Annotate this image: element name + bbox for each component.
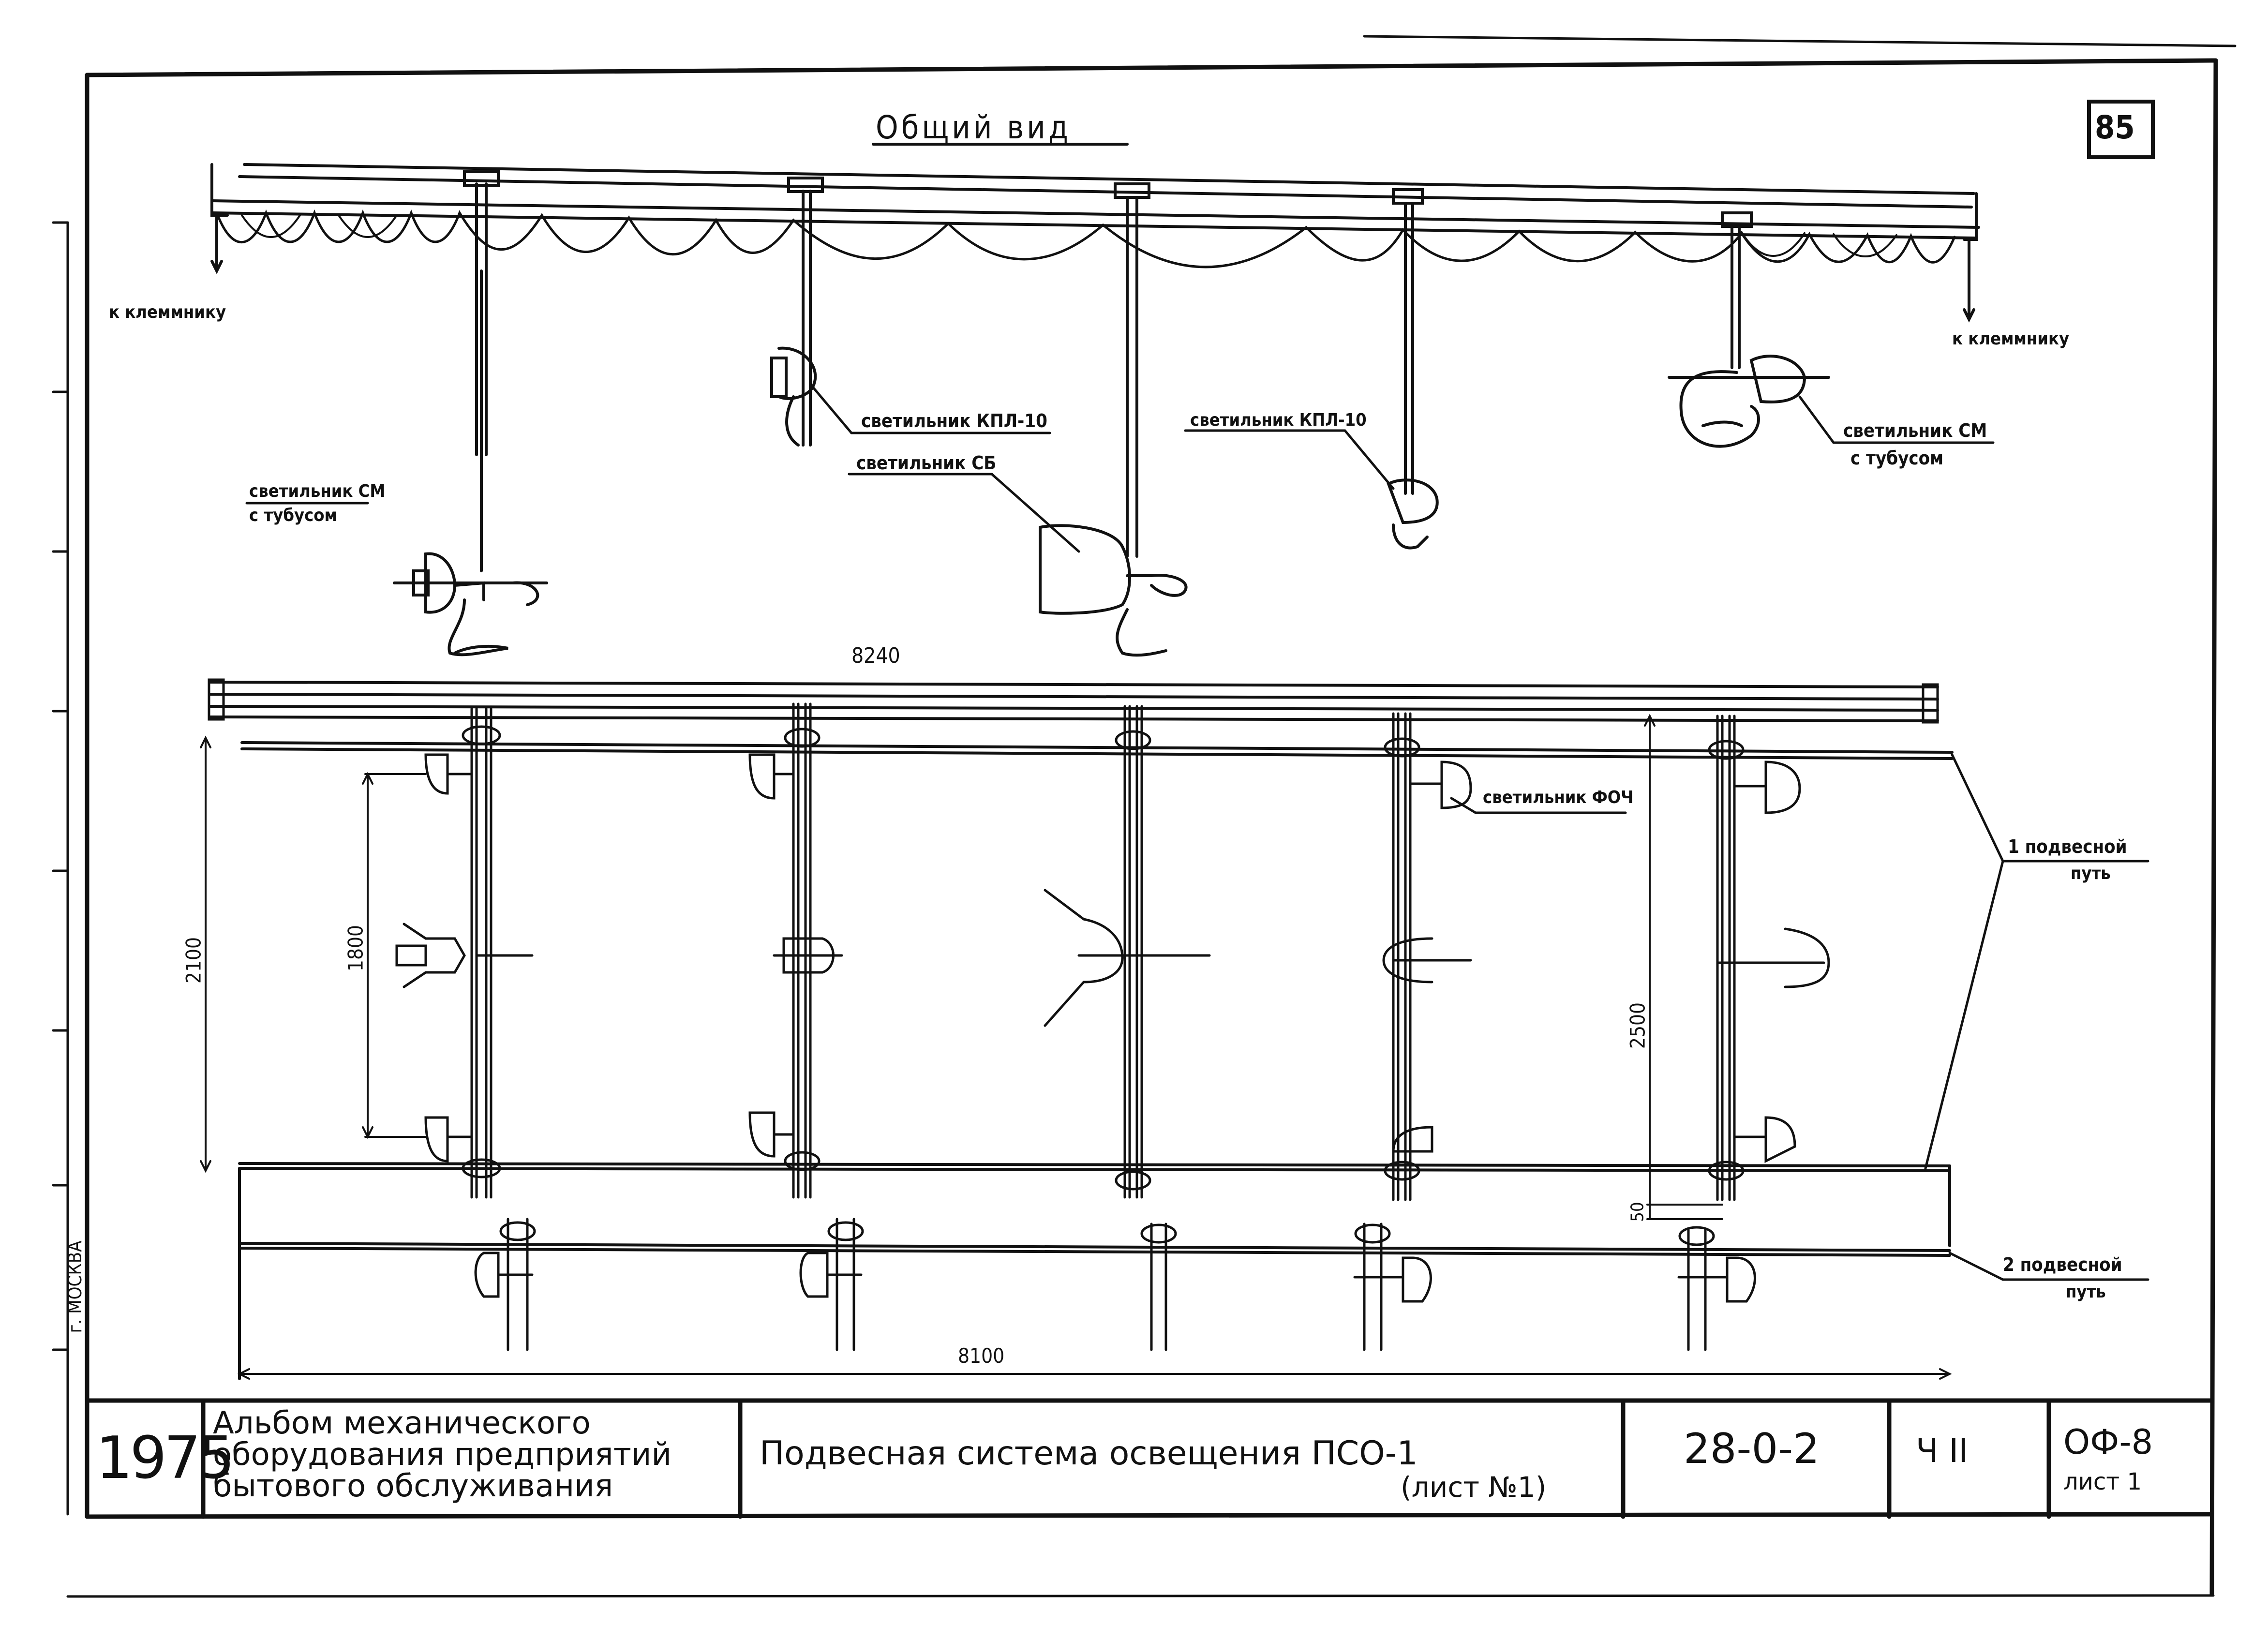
tb-sheet-number: лист 1 xyxy=(2063,1468,2142,1495)
tb-title: Подвесная система освещения ПСО-1 xyxy=(760,1434,1418,1473)
tb-code: 28-0-2 xyxy=(1684,1425,1820,1473)
plan-view xyxy=(200,678,2149,1380)
label-lamp-kpl10-b: светильник КПЛ-10 xyxy=(1190,410,1367,430)
label-lamp-sb: светильник СБ xyxy=(856,452,997,474)
tb-album-line-2: оборудования предприятий xyxy=(213,1437,672,1473)
sheet-frame xyxy=(85,58,2218,1596)
dim-2100: 2100 xyxy=(181,937,206,984)
title-block-lines xyxy=(85,1398,2214,1519)
dim-8100: 8100 xyxy=(958,1344,1005,1368)
tb-sheet-code: ОФ-8 xyxy=(2063,1422,2153,1462)
page-number: 85 xyxy=(2095,109,2135,146)
label-track-2-path: путь xyxy=(2066,1282,2106,1302)
label-lamp-sm-left-tube: с тубусом xyxy=(249,506,338,525)
dim-50: 50 xyxy=(1627,1202,1648,1222)
binding-margin xyxy=(52,221,69,1516)
tb-part: Ч II xyxy=(1916,1432,1969,1470)
label-to-terminal-left: к клеммнику xyxy=(109,302,226,322)
general-view xyxy=(210,163,1980,657)
outer-edge-top xyxy=(1363,35,2237,47)
outer-edge-bottom xyxy=(66,1594,2215,1598)
general-view-leaders xyxy=(245,386,1995,553)
tb-year: 1975 xyxy=(96,1425,235,1492)
label-lamp-foch: светильник ФОЧ xyxy=(1483,788,1634,807)
margin-city: г. МОСКВА xyxy=(64,1240,86,1333)
label-lamp-sm-right: светильник СМ xyxy=(1843,420,1987,441)
dim-1800: 1800 xyxy=(343,924,368,972)
label-track-1: 1 подвесной xyxy=(2008,836,2127,857)
label-lamp-sm-right-tube: с тубусом xyxy=(1850,447,1944,469)
tb-subtitle: (лист №1) xyxy=(1401,1471,1547,1504)
label-to-terminal-right: к клеммнику xyxy=(1952,329,2070,349)
view-title: Общий вид xyxy=(876,109,1071,146)
dim-2500: 2500 xyxy=(1626,1002,1650,1049)
page-number-box xyxy=(2087,100,2155,159)
label-track-1-path: путь xyxy=(2071,864,2111,883)
label-lamp-sm-left: светильник СМ xyxy=(249,481,386,501)
tb-album-line-3: бытового обслуживания xyxy=(213,1468,613,1504)
label-track-2: 2 подвесной xyxy=(2003,1254,2122,1275)
dim-8240: 8240 xyxy=(851,643,900,668)
tb-album-line-1: Альбом механического xyxy=(213,1405,591,1441)
label-lamp-kpl10-a: светильник КПЛ-10 xyxy=(861,410,1047,432)
